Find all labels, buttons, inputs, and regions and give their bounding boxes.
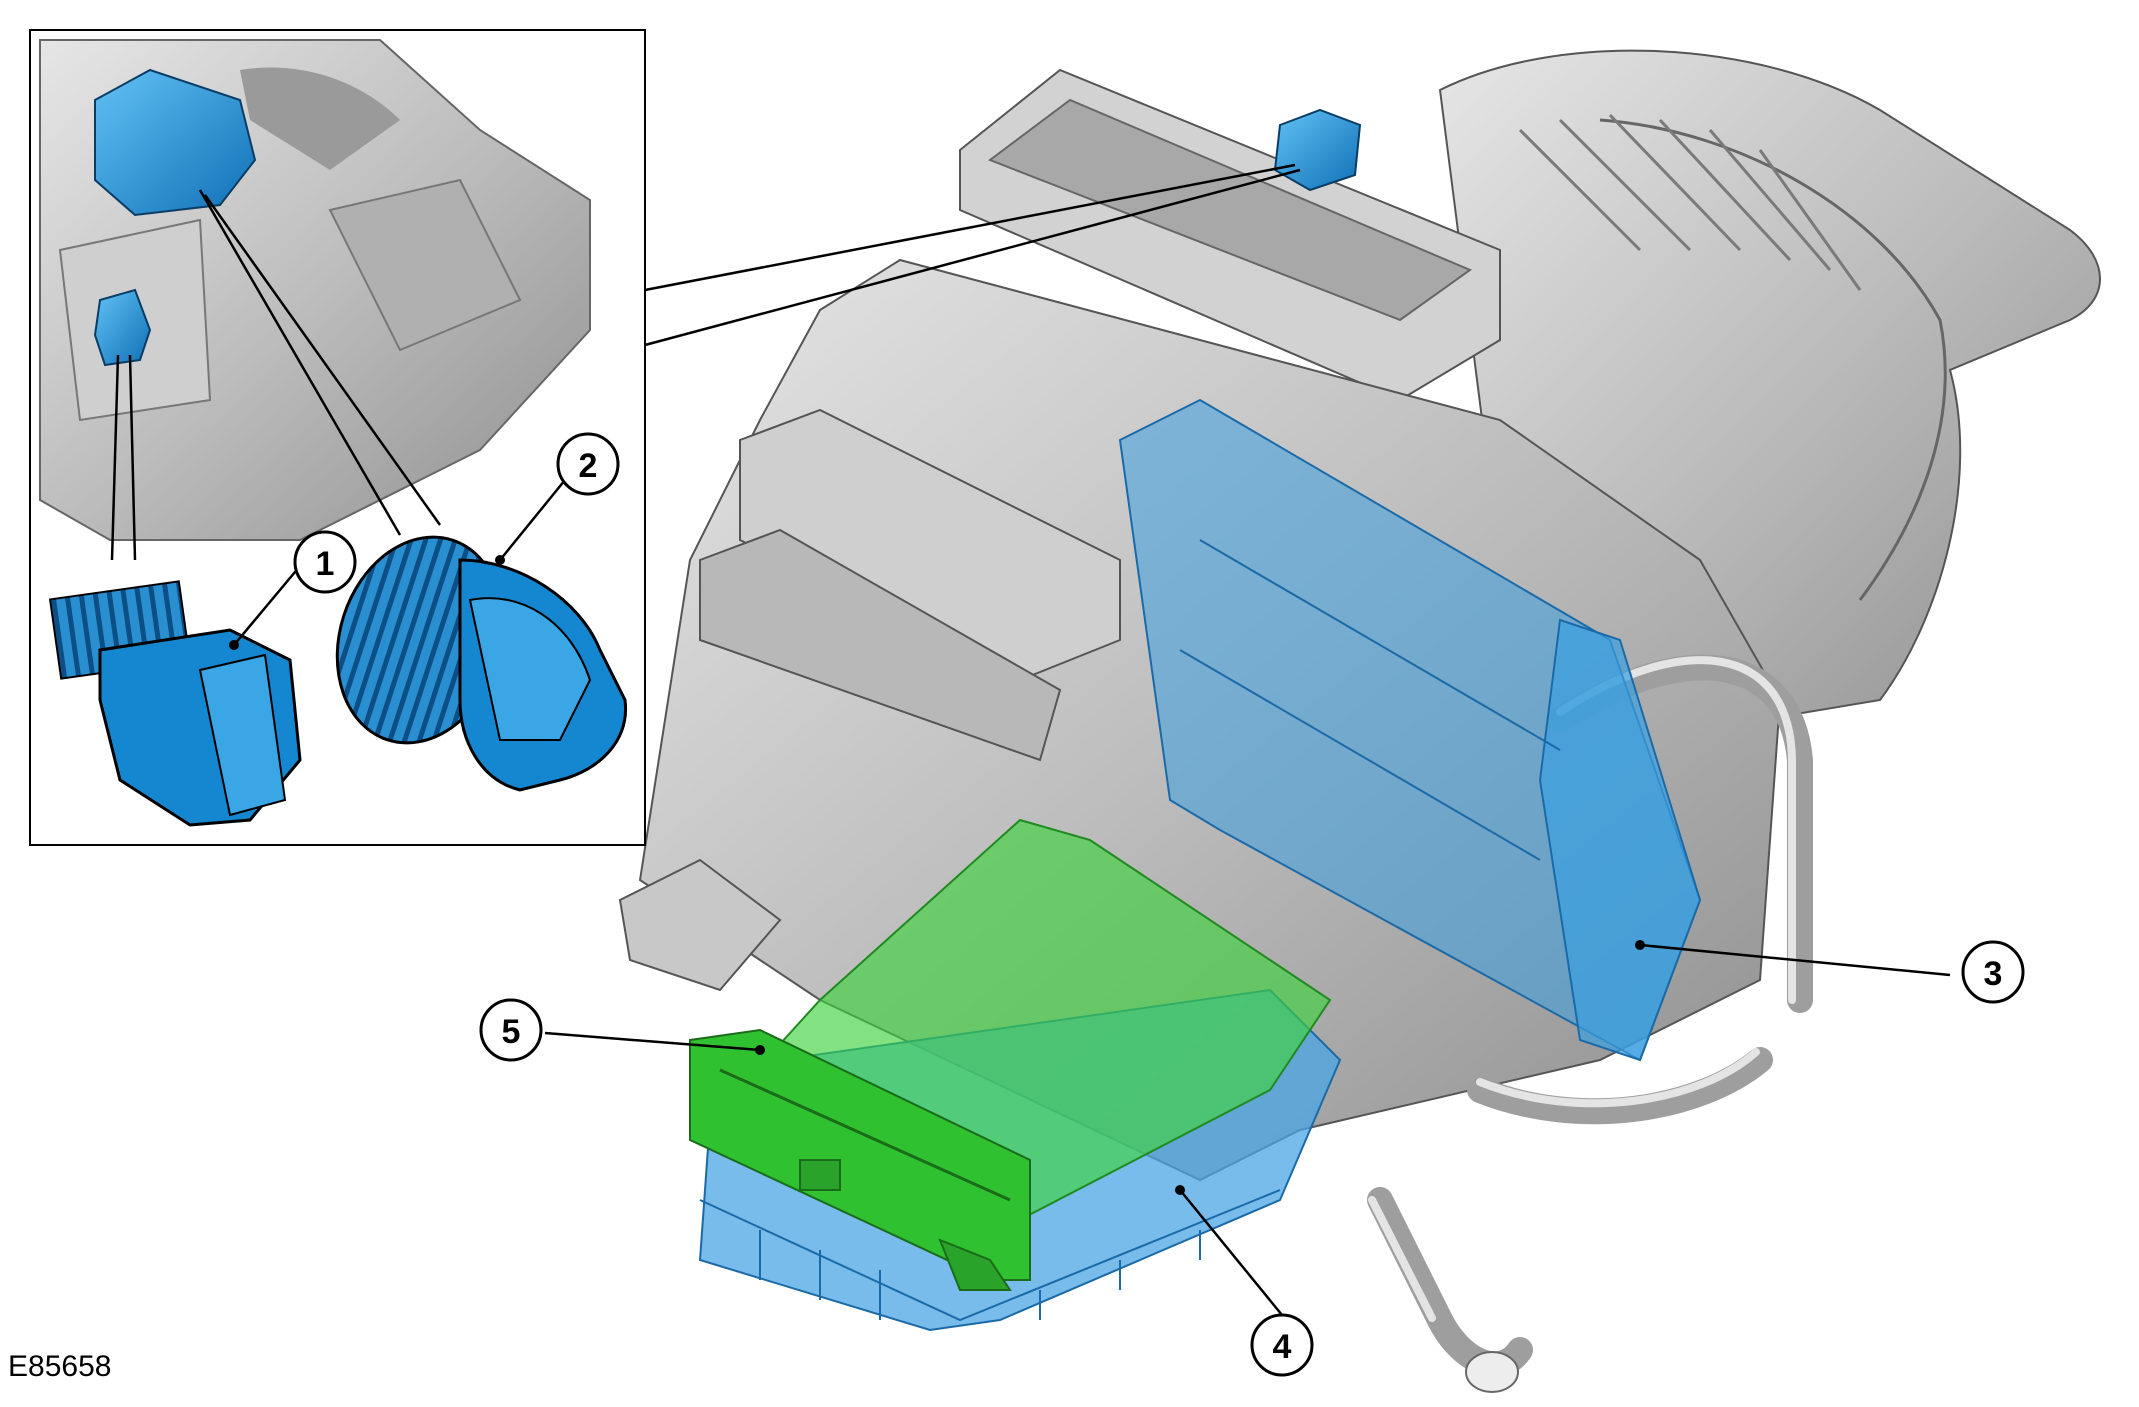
pipe-outlet	[1465, 1351, 1519, 1393]
top-actuator	[1273, 108, 1362, 192]
callout-4-label: 4	[1273, 1328, 1292, 1366]
inset-pointer-lines	[644, 163, 1301, 347]
left-air-duct	[739, 408, 1121, 682]
blower-motor	[335, 535, 628, 792]
callout-4: 4	[1250, 1313, 1314, 1377]
control-module	[689, 818, 1332, 1291]
callout-1-label: 1	[316, 545, 335, 583]
callout-3: 3	[1961, 940, 2025, 1004]
callout-1: 1	[293, 530, 357, 594]
blower-housing-rim	[1599, 118, 1947, 601]
inset-resistor-location	[93, 288, 152, 367]
callout-5: 5	[479, 998, 543, 1062]
inset-blower-location	[94, 68, 257, 217]
inset-leader-lines	[110, 189, 442, 561]
callout-leader-lines	[233, 479, 1951, 1316]
callout-dots	[229, 555, 1645, 1195]
callout-5-label: 5	[502, 1013, 521, 1051]
callout-2-label: 2	[579, 447, 598, 485]
detail-inset	[29, 29, 646, 846]
callout-3-label: 3	[1984, 955, 2003, 993]
module-connector	[799, 1159, 841, 1191]
blower-motor-resistor	[48, 580, 302, 827]
callout-2: 2	[556, 432, 620, 496]
lower-outlet	[618, 858, 782, 992]
figure-id-label: E85658	[8, 1350, 112, 1383]
housing-ribs	[1518, 113, 1862, 291]
evaporator-core	[1118, 398, 1702, 1062]
